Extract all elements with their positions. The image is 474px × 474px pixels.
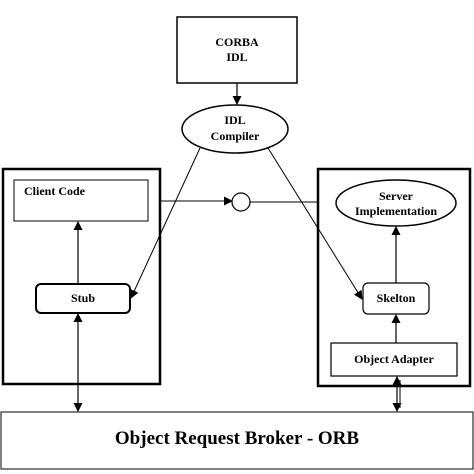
corba-idl-box [176,16,298,84]
corba-idl-line1: CORBA [215,35,259,49]
orb-label: Object Request Broker - ORB [114,428,360,449]
skeleton-label: Skelton [376,291,416,305]
server-implementation-line1: Server [379,189,413,203]
client-code-label: Client Code [24,184,85,198]
idl-compiler-line2: Compiler [210,129,260,143]
idl-compiler-line1: IDL [224,113,246,127]
stub-box [35,283,131,314]
object-reference-circle [231,192,251,212]
object-adapter-label: Object Adapter [354,352,434,366]
client-code-box [13,179,149,222]
arrow-compiler-to-stub [130,147,201,299]
stub-label: Stub [70,291,96,305]
object-adapter-box [330,342,458,377]
arrow-compiler-to-skeleton [267,147,363,300]
idl-compiler-ellipse [181,104,289,154]
orb-bar [0,411,474,470]
server-implementation-line2: Implementation [355,204,437,218]
corba-idl-line2: IDL [226,50,248,64]
